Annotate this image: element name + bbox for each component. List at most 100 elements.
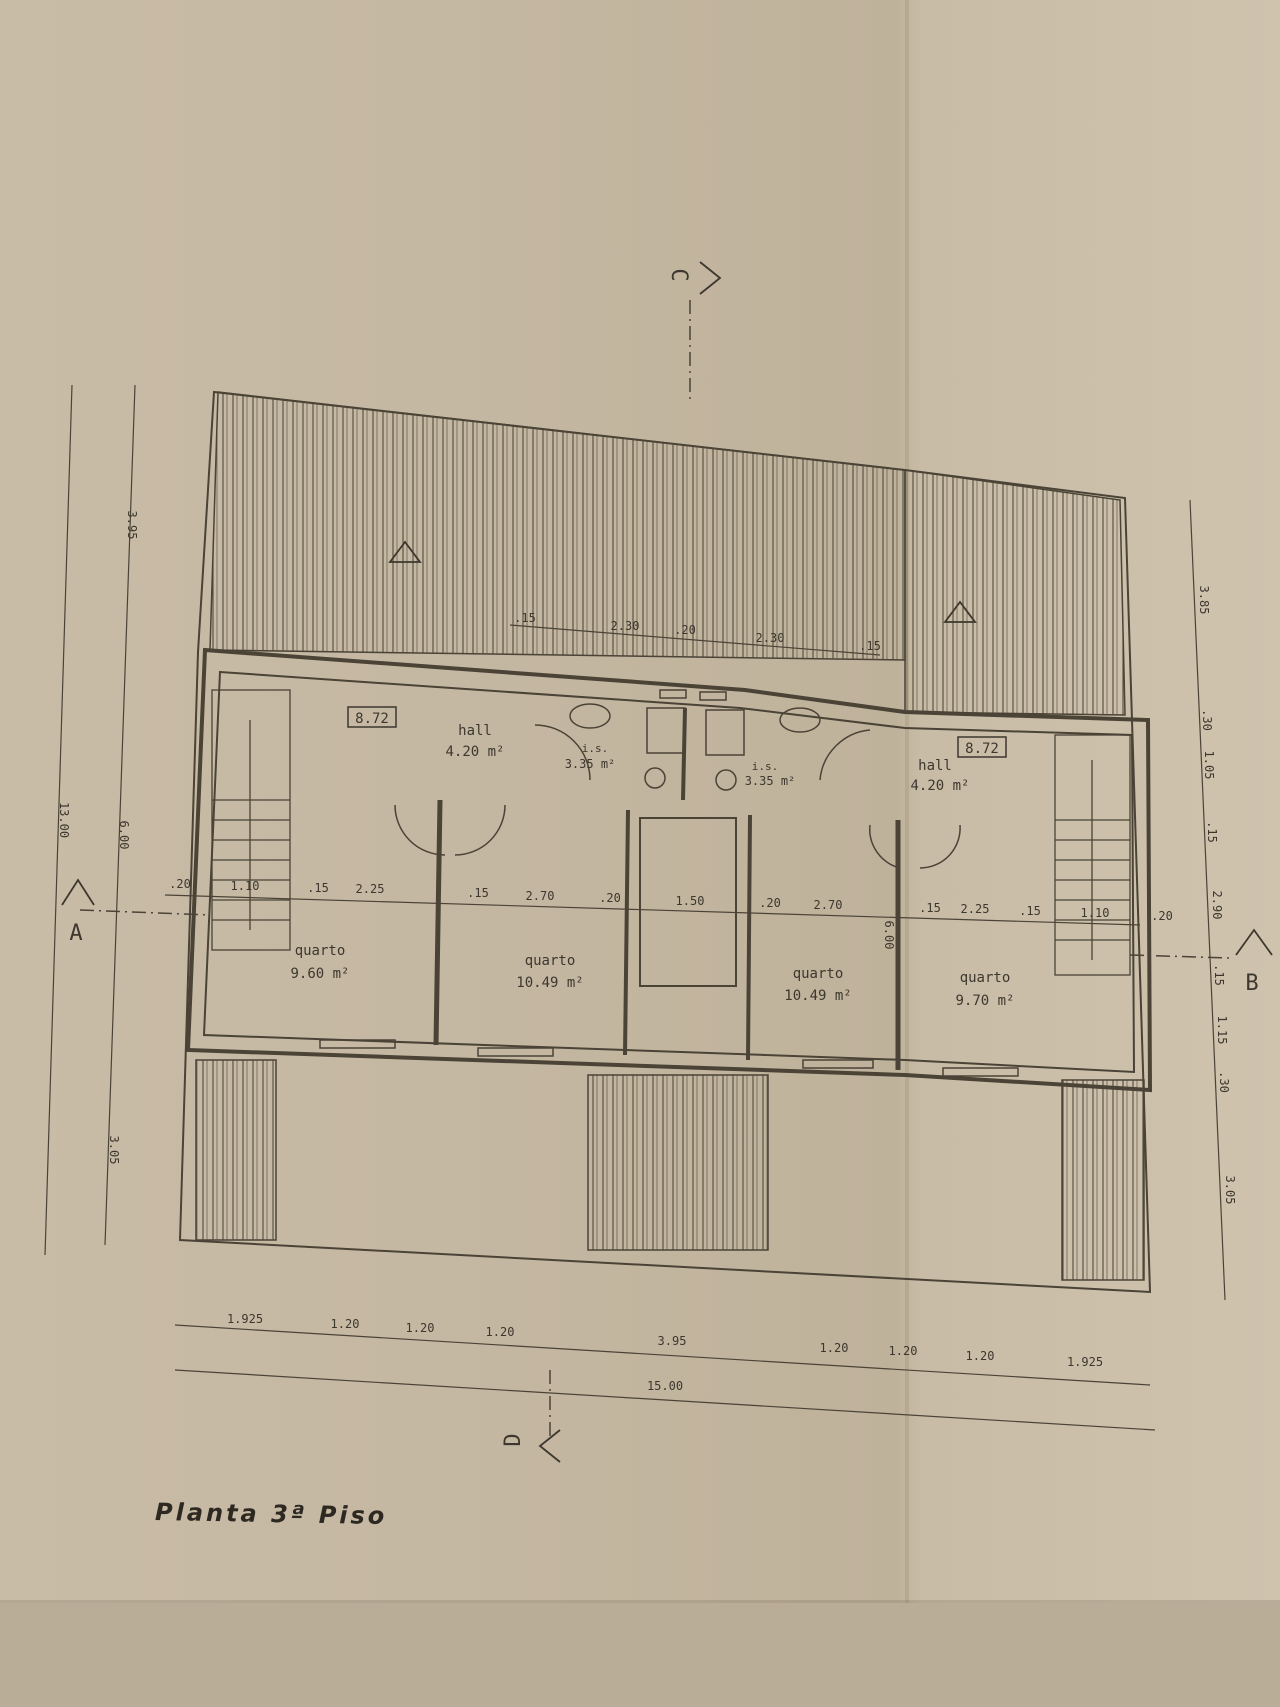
room-quarto-2-area: 10.49 m² xyxy=(516,975,583,991)
hall-right-tag: 8.72 xyxy=(965,741,999,757)
shower-right xyxy=(705,709,745,756)
dim-top-0: .15 xyxy=(514,611,536,625)
section-marker-d: D xyxy=(501,1433,526,1446)
paper-lower-sheet xyxy=(0,1603,1280,1707)
dim-center-vertical: 6.00 xyxy=(882,921,896,950)
bath-right-name: i.s. xyxy=(752,760,779,773)
door-swing xyxy=(534,724,591,781)
dim-mid-13: 1.10 xyxy=(1081,906,1110,920)
dim-right-8: 3.05 xyxy=(1223,1176,1237,1205)
drawing-title: Planta 3ª Piso xyxy=(154,1497,388,1531)
shower-left xyxy=(646,707,686,754)
dim-mid-9: 2.70 xyxy=(814,898,843,912)
north-arrow-left xyxy=(388,540,422,563)
dim-mid-10: .15 xyxy=(919,901,941,915)
dim-bottom-8: 1.925 xyxy=(1067,1355,1103,1369)
hall-right-area: 4.20 m² xyxy=(910,778,969,794)
hall-left-tag: 8.72 xyxy=(355,711,389,727)
dim-mid-11: 2.25 xyxy=(961,902,990,916)
room-quarto-4-name: quarto xyxy=(960,970,1011,986)
paper-fold-vertical xyxy=(905,0,909,1707)
dim-mid-12: .15 xyxy=(1019,904,1041,918)
section-arrow-a xyxy=(61,878,95,906)
bath-left-name: i.s. xyxy=(582,742,609,755)
dimension-lines xyxy=(44,384,1226,1431)
dim-left-0: 3.95 xyxy=(125,511,139,540)
dim-mid-8: .20 xyxy=(759,896,781,910)
dim-bottom-total: 15.00 xyxy=(647,1379,683,1393)
dim-bottom-0: 1.925 xyxy=(227,1312,263,1326)
door-swing xyxy=(869,824,901,869)
dim-right-1: .30 xyxy=(1200,709,1214,731)
door-swing xyxy=(819,729,871,781)
dim-mid-3: 2.25 xyxy=(356,882,385,896)
terrace-bottom-left xyxy=(195,1059,277,1241)
section-lines xyxy=(79,300,1231,1440)
room-quarto-1-area: 9.60 m² xyxy=(290,966,349,982)
dim-bottom-2: 1.20 xyxy=(406,1321,435,1335)
shaft xyxy=(639,817,737,987)
section-marker-c: C xyxy=(666,268,691,281)
dim-left-2: 3.05 xyxy=(107,1136,121,1165)
dim-right-3: .15 xyxy=(1205,821,1219,843)
dim-right-5: .15 xyxy=(1212,964,1226,986)
stair-right xyxy=(1054,734,1131,976)
sink-left xyxy=(569,703,611,729)
dim-mid-6: .20 xyxy=(599,891,621,905)
dim-bottom-6: 1.20 xyxy=(889,1344,918,1358)
building-outer-wall xyxy=(185,647,1153,1093)
stair-left xyxy=(211,689,291,951)
dim-right-6: 1.15 xyxy=(1215,1016,1229,1045)
dim-top-4: .15 xyxy=(859,639,881,653)
dim-mid-4: .15 xyxy=(467,886,489,900)
door-swing xyxy=(454,804,506,856)
dim-right-7: .30 xyxy=(1217,1071,1231,1093)
door-swing xyxy=(919,824,961,869)
section-marker-b: B xyxy=(1245,971,1258,996)
sink-right xyxy=(779,707,821,733)
dim-bottom-5: 1.20 xyxy=(820,1341,849,1355)
terrace-top-right xyxy=(904,469,1126,716)
dim-mid-0: .20 xyxy=(169,877,191,891)
dim-bottom-7: 1.20 xyxy=(966,1349,995,1363)
dim-mid-1: 1.10 xyxy=(231,879,260,893)
paper-fold-horizontal xyxy=(0,1600,1280,1603)
dim-right-0: 3.85 xyxy=(1197,586,1211,615)
hall-left-area: 4.20 m² xyxy=(445,744,504,760)
section-arrow-c xyxy=(699,261,722,295)
dim-top-3: 2.30 xyxy=(756,631,785,645)
windows-bottom xyxy=(319,689,1019,1077)
room-quarto-2-name: quarto xyxy=(525,953,576,969)
dim-mid-5: 2.70 xyxy=(526,889,555,903)
slab-outline xyxy=(178,390,1152,1294)
dim-right-2: 1.05 xyxy=(1202,751,1216,780)
dim-mid-7: 1.50 xyxy=(676,894,705,908)
section-arrow-d xyxy=(538,1429,561,1463)
dim-mid-14: .20 xyxy=(1151,909,1173,923)
toilet-right xyxy=(715,769,737,791)
dim-right-4: 2.90 xyxy=(1210,891,1224,920)
dim-bottom-4: 3.95 xyxy=(658,1334,687,1348)
room-quarto-4-area: 9.70 m² xyxy=(955,993,1014,1009)
hall-right-name: hall xyxy=(918,758,952,774)
room-quarto-3-name: quarto xyxy=(793,966,844,982)
door-swing xyxy=(394,804,446,856)
room-quarto-1-name: quarto xyxy=(295,943,346,959)
bath-left-area: 3.35 m² xyxy=(565,757,616,771)
bath-right-area: 3.35 m² xyxy=(745,774,796,788)
terrace-bottom-center xyxy=(587,1074,769,1251)
toilet-left xyxy=(644,767,666,789)
north-arrow-right xyxy=(943,600,977,623)
dim-top-2: .20 xyxy=(674,623,696,637)
room-quarto-3-area: 10.49 m² xyxy=(784,988,851,1004)
building-inner-wall xyxy=(202,670,1136,1074)
dim-left-total: 13.00 xyxy=(57,802,71,838)
hall-left-name: hall xyxy=(458,723,492,739)
terrace-bottom-right xyxy=(1061,1079,1145,1281)
dim-left-1: 6.00 xyxy=(117,821,131,850)
terrace-top-left xyxy=(209,391,906,661)
dim-top-1: 2.30 xyxy=(611,619,640,633)
dim-bottom-1: 1.20 xyxy=(331,1317,360,1331)
dim-mid-2: .15 xyxy=(307,881,329,895)
